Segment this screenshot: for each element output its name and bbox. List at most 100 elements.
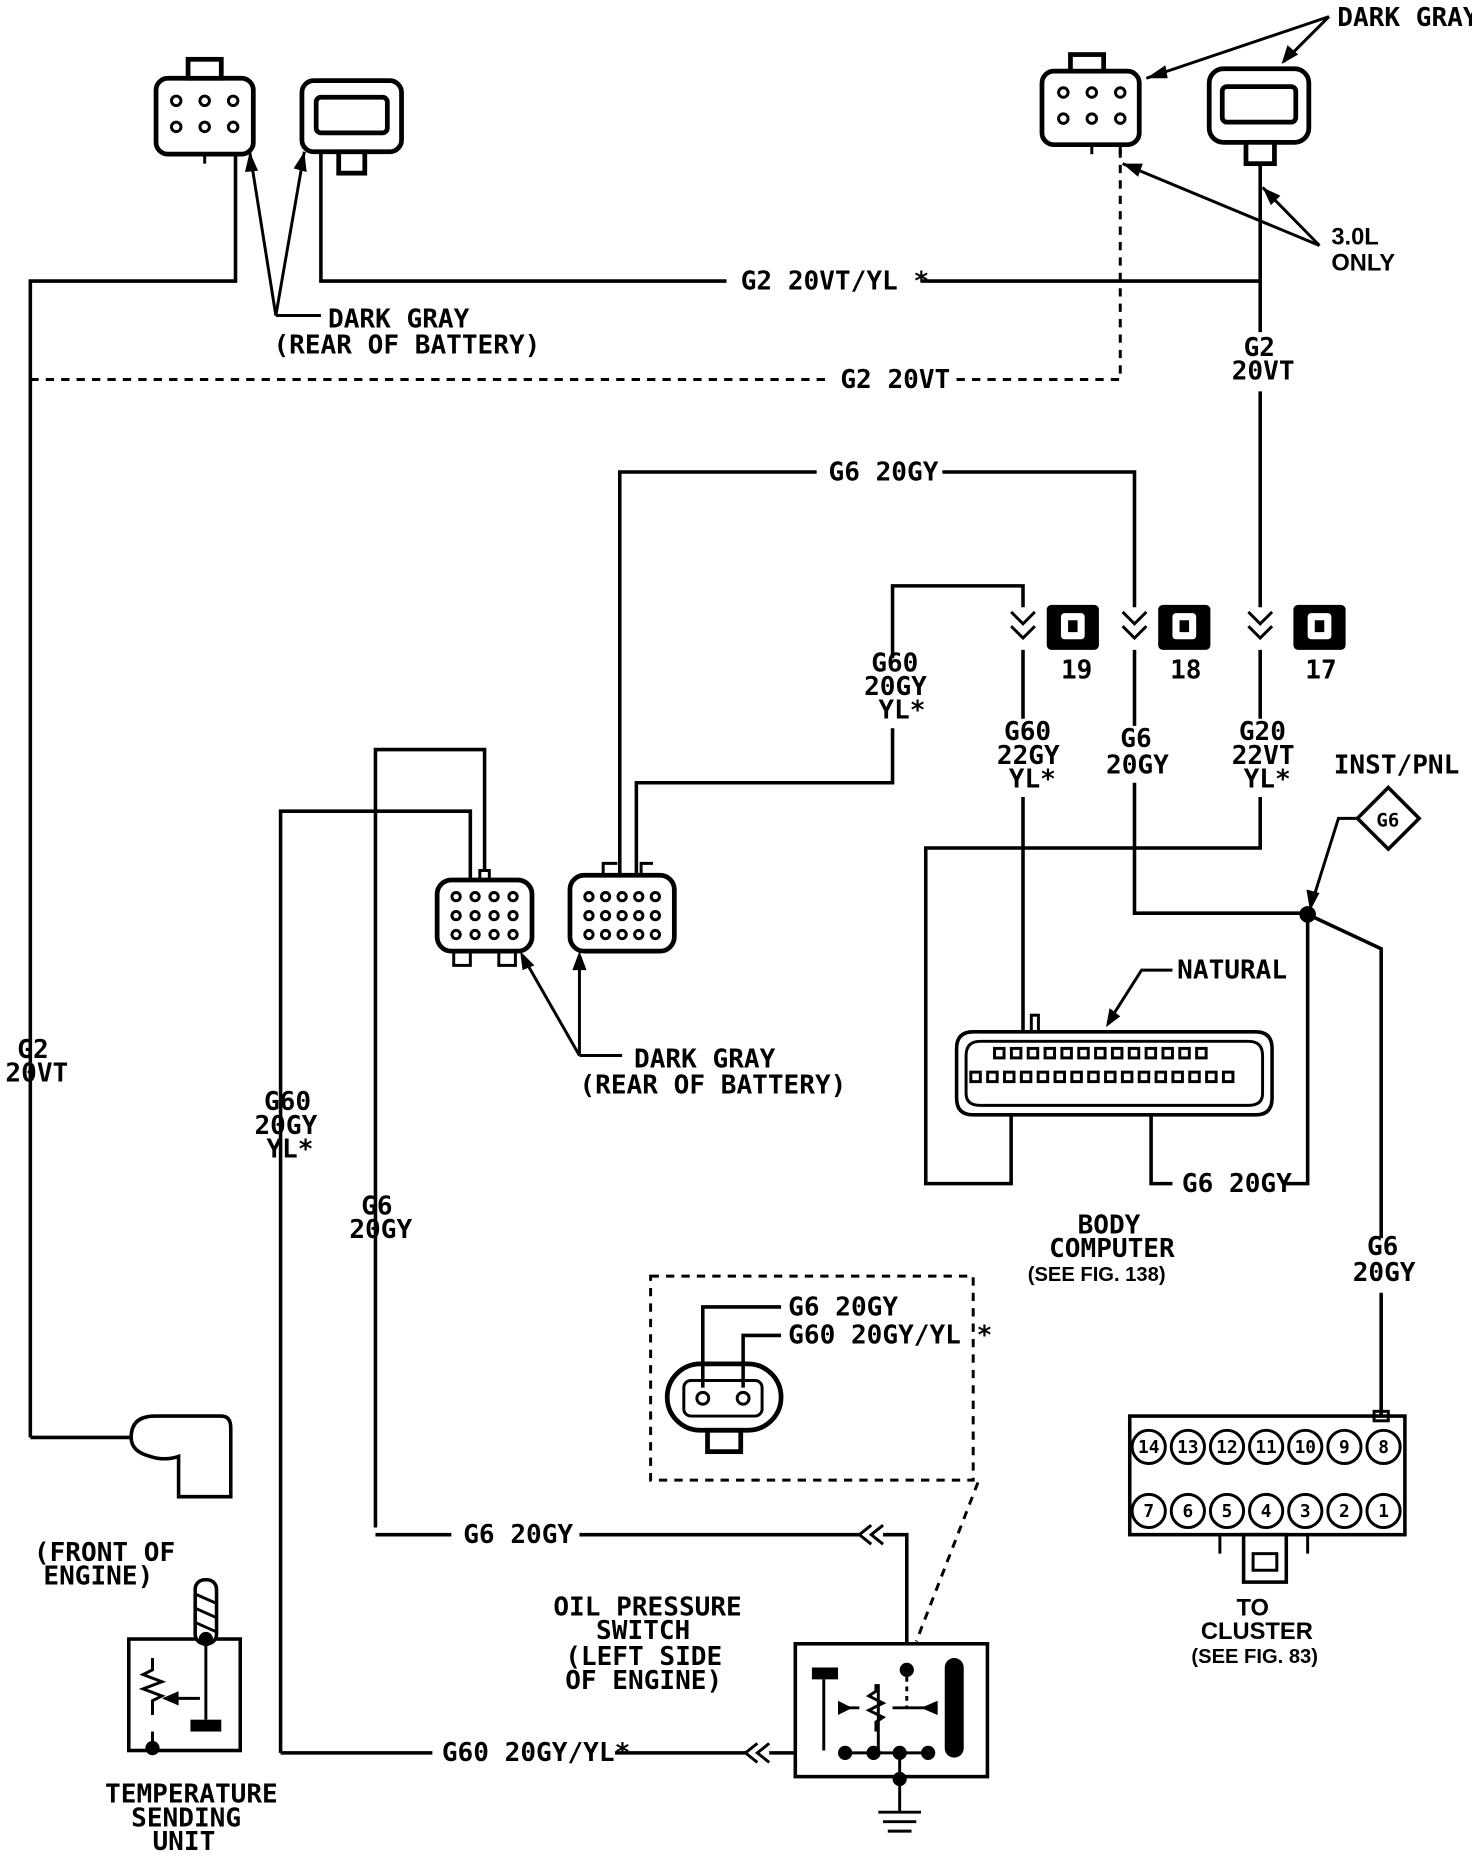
engine-30l-label: 3.0L xyxy=(1331,224,1378,250)
cavity xyxy=(1077,1046,1090,1060)
wire-g6-top-left xyxy=(617,470,817,878)
dark-gray-label-mid: DARK GRAY xyxy=(634,1044,776,1074)
body-computer-ref: (SEE FIG. 138) xyxy=(1028,1264,1166,1286)
wire-label-g2-right-2: 20VT xyxy=(1232,357,1295,387)
cavity xyxy=(1104,1070,1117,1084)
cluster-pin-label: 2 xyxy=(1339,1501,1350,1522)
pin xyxy=(450,909,462,922)
cluster-pin xyxy=(1248,1492,1285,1530)
wire-label-g2-right-1: G2 xyxy=(1244,333,1275,363)
wire-g6-top-right xyxy=(942,470,1137,608)
cavity xyxy=(1154,1070,1168,1084)
pin xyxy=(633,890,645,903)
ground-g6-label: G6 xyxy=(1376,810,1399,832)
wire-label-g2-yl: G2 20VT/YL * xyxy=(741,266,929,296)
wire-label-g60-far-3: YL* xyxy=(266,1135,313,1165)
cavity xyxy=(1060,1046,1073,1060)
cavity xyxy=(1171,1070,1184,1084)
cavity xyxy=(1053,1070,1067,1084)
pin xyxy=(616,909,628,922)
cluster-pin-label: 4 xyxy=(1261,1501,1272,1522)
cluster-pin-label: 6 xyxy=(1183,1501,1194,1522)
wire-g2-left xyxy=(28,154,238,1438)
top-left-2pin-connector xyxy=(299,78,404,176)
temp-sending-label-2: SENDING xyxy=(131,1803,241,1833)
inset-oil-switch-connector xyxy=(664,1305,784,1455)
cluster-pin xyxy=(1130,1428,1167,1465)
wire-g6-body-right xyxy=(1283,914,1310,1186)
to-cluster-label-2: CLUSTER xyxy=(1201,1619,1313,1645)
wire-label-g6-mid-1: G6 xyxy=(1120,724,1151,754)
wire-label-g6-vert-1: G6 xyxy=(361,1191,392,1221)
pin xyxy=(488,890,500,903)
cavity xyxy=(1003,1070,1016,1084)
cavity xyxy=(1127,1046,1141,1060)
arrowhead-icon xyxy=(520,951,535,971)
cavity xyxy=(1195,1046,1208,1060)
inset-label-g60: G60 20GY/YL * xyxy=(788,1321,992,1351)
pin xyxy=(649,909,661,922)
pin xyxy=(649,890,661,903)
connector-17-label: 17 xyxy=(1305,655,1336,685)
wire-g6-vertical xyxy=(373,747,487,1528)
dark-gray-label-top-right: DARK GRAY xyxy=(1337,3,1472,33)
cavity xyxy=(1036,1070,1050,1084)
inline-connector-icon xyxy=(856,1524,884,1546)
wire-label-g6-vert-2: 20GY xyxy=(349,1215,412,1245)
wire-g20-loop xyxy=(923,796,1262,1186)
pin xyxy=(450,928,462,941)
cluster-pin xyxy=(1208,1428,1246,1465)
cluster-pin-label: 8 xyxy=(1378,1437,1389,1458)
cavity xyxy=(993,1046,1006,1060)
cavity xyxy=(1009,1046,1023,1060)
cavity xyxy=(1221,1070,1235,1084)
oil-switch-label-4: OF ENGINE) xyxy=(565,1666,722,1696)
pin xyxy=(599,928,612,941)
temp-sending-unit xyxy=(126,1577,243,1756)
wire-label-g2-left-1: G2 xyxy=(17,1035,48,1065)
cluster-pin-label: 7 xyxy=(1143,1501,1154,1522)
inset-box xyxy=(649,1274,975,1482)
cavity xyxy=(1137,1070,1151,1084)
cluster-pin xyxy=(1365,1428,1402,1465)
pin xyxy=(507,890,519,903)
cluster-pin xyxy=(1326,1428,1363,1465)
cluster-pin xyxy=(1208,1492,1246,1530)
pin xyxy=(633,909,645,922)
top-right-6pin-connector xyxy=(1039,52,1142,155)
arrowhead-icon xyxy=(1106,1008,1121,1028)
pin xyxy=(469,928,481,941)
cavity xyxy=(1188,1070,1201,1084)
pin xyxy=(599,909,612,922)
oil-switch-label-2: SWITCH xyxy=(596,1616,690,1646)
wire-label-g2-dashed: G2 20VT xyxy=(840,365,950,395)
cluster-pin-label: 3 xyxy=(1300,1501,1311,1522)
inline-connector-icon xyxy=(743,1742,771,1764)
pin xyxy=(599,890,612,903)
arrowhead-icon xyxy=(1281,45,1299,65)
arrowhead-icon xyxy=(572,951,587,971)
wire-label-g60-far-2: 20GY xyxy=(254,1111,317,1141)
wire-g6-to-cluster-upper xyxy=(1306,912,1383,1239)
cluster-pin xyxy=(1287,1428,1324,1465)
top-left-6pin-connector xyxy=(153,56,256,164)
arrowhead-icon xyxy=(1262,187,1281,206)
wire-label-g60-mid-2: 22GY xyxy=(997,741,1060,771)
pin xyxy=(469,890,481,903)
wire-label-g60-left-3: YL* xyxy=(878,696,925,726)
pin xyxy=(633,928,645,941)
oil-pressure-switch xyxy=(793,1641,990,1833)
natural-label: NATURAL xyxy=(1177,955,1287,985)
arrowhead-icon xyxy=(1146,65,1168,79)
wire-label-g2-left-2: 20VT xyxy=(5,1059,68,1089)
wire-g2-dashed-right xyxy=(956,144,1122,381)
pin xyxy=(488,928,500,941)
cluster-pin xyxy=(1248,1428,1285,1465)
wire-label-g60-left-2: 20GY xyxy=(864,672,927,702)
inline-connector-17: 17 xyxy=(1247,604,1346,685)
cluster-pin-label: 9 xyxy=(1339,1437,1350,1458)
cluster-pin xyxy=(1169,1492,1206,1530)
wire-g60-far-left xyxy=(278,809,473,1753)
